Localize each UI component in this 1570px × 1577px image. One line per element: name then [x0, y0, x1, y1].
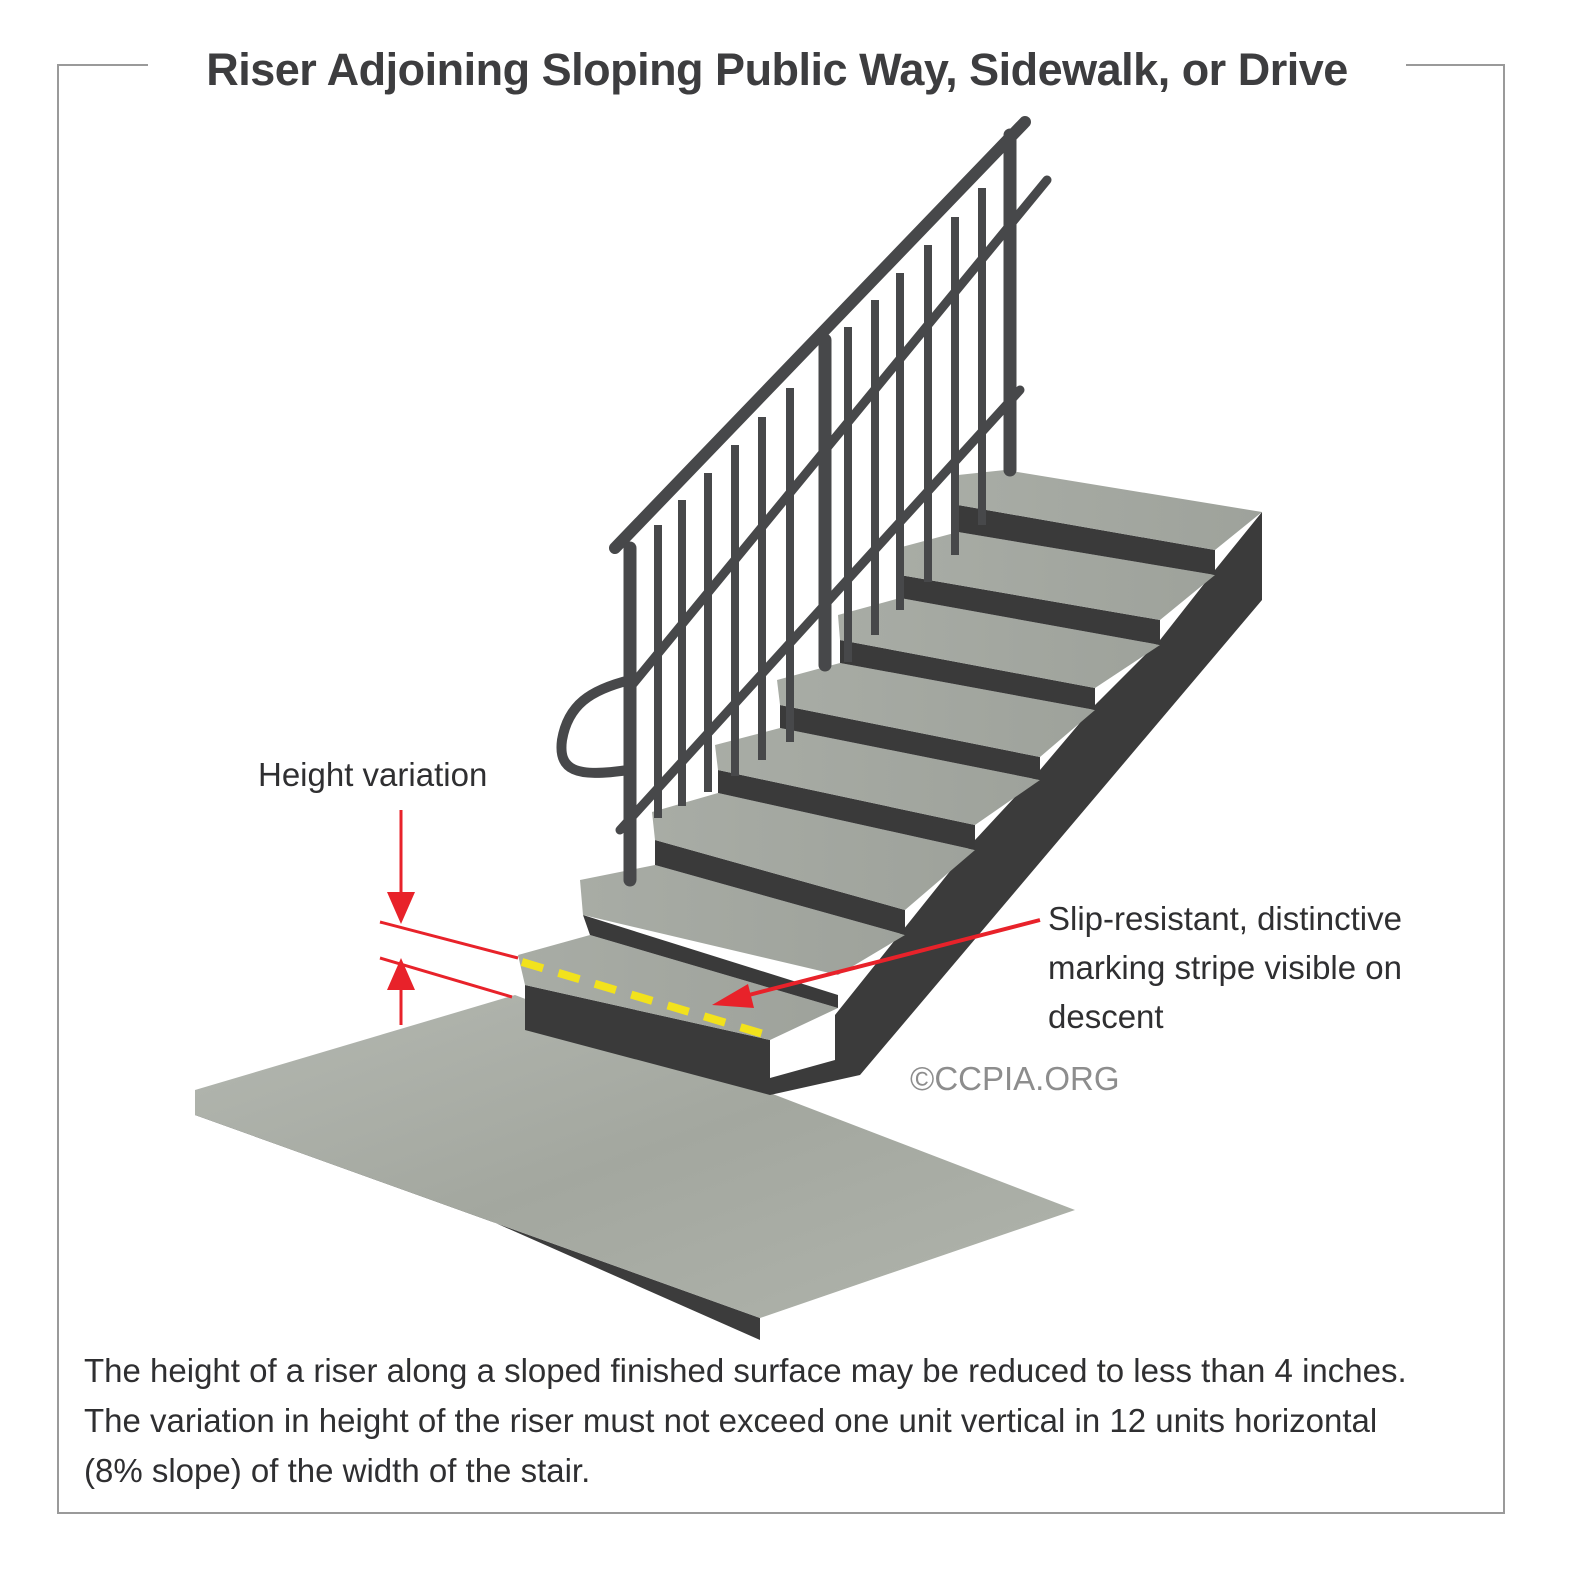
top-rail [609, 116, 1031, 554]
riser-7 [900, 575, 1160, 645]
caption-text: The height of a riser along a sloped fin… [84, 1346, 1494, 1496]
caption-line: The variation in height of the riser mus… [84, 1402, 1378, 1439]
tread-2 [580, 865, 905, 975]
riser-3 [655, 840, 905, 935]
diagram-title: Riser Adjoining Sloping Public Way, Side… [206, 44, 1348, 95]
dimension-line-upper [379, 920, 519, 960]
stair-steps [518, 470, 1262, 1095]
handrail [623, 175, 1052, 695]
railing-pickets [654, 188, 986, 818]
marking-stripe-label-line: marking stripe visible on [1048, 949, 1402, 986]
stringer-side [770, 512, 1262, 1095]
height-variation-label: Height variation [258, 756, 488, 793]
tread-3 [652, 793, 975, 910]
stair-stringer [770, 512, 1262, 1095]
title-background [148, 40, 1406, 100]
marking-stripe-label-line: descent [1048, 998, 1164, 1035]
tread-7 [898, 532, 1215, 620]
riser-8 [958, 505, 1215, 575]
handrail-return [556, 675, 635, 778]
marking-stripe-label: Slip-resistant, distinctive marking stri… [1048, 894, 1402, 1041]
tread-6 [838, 598, 1160, 688]
marking-stripe [520, 958, 772, 1040]
arrow-up-head [387, 958, 415, 990]
tread-1 [518, 935, 838, 1040]
tread-4 [715, 728, 1040, 825]
arrow-down-head [387, 892, 415, 924]
riser-1 [525, 985, 770, 1095]
riser-5 [780, 705, 1040, 780]
tread-8 [958, 470, 1262, 550]
caption-line: The height of a riser along a sloped fin… [84, 1352, 1407, 1389]
sloped-sidewalk [195, 995, 1075, 1340]
riser-6 [840, 640, 1095, 710]
height-variation-dimension [379, 810, 519, 1025]
sidewalk-surface [195, 995, 1075, 1318]
riser-2 [583, 915, 838, 1008]
tread-5 [777, 663, 1095, 757]
riser-4 [718, 770, 975, 850]
caption-line: (8% slope) of the width of the stair. [84, 1452, 591, 1489]
copyright-watermark: ©CCPIA.ORG [910, 1060, 1120, 1097]
marking-stripe-label-line: Slip-resistant, distinctive [1048, 900, 1402, 937]
stripe-callout-arrow [712, 918, 1041, 1008]
